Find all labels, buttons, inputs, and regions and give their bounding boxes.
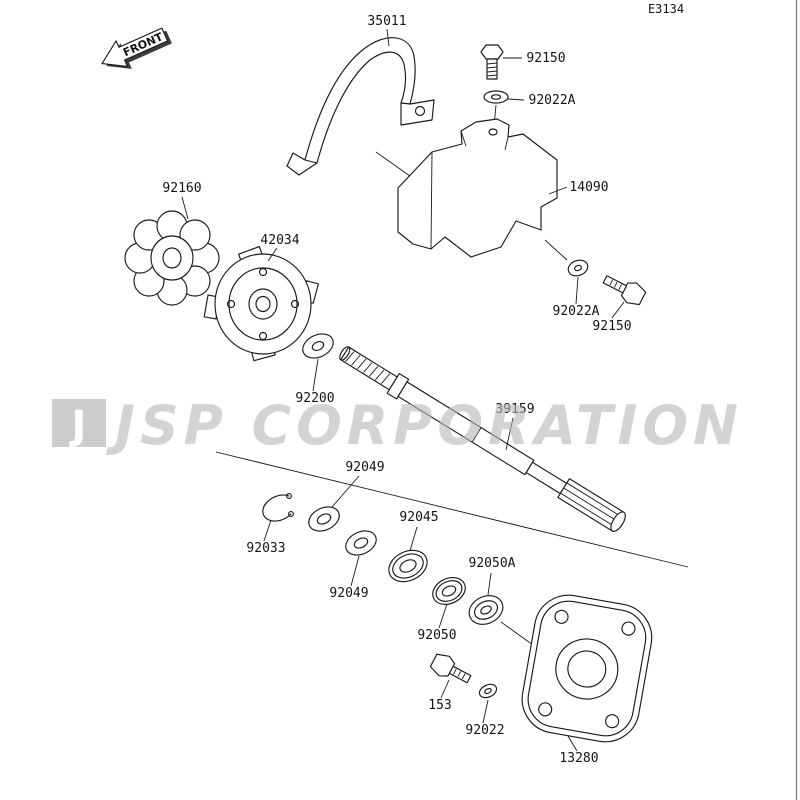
part-label-92045: 92045 <box>399 510 438 525</box>
washer-92200-part <box>302 333 334 359</box>
part-label-42034: 42034 <box>260 233 299 248</box>
seal-92050a-part <box>468 595 504 625</box>
watermark: J JSP CORPORATION <box>52 394 743 457</box>
leader-92050a <box>487 572 492 596</box>
leader-92049-upper <box>331 475 360 508</box>
bolt-92150-mid-part <box>602 275 647 306</box>
front-arrow-banner <box>101 27 169 68</box>
watermark-logo-letter: J <box>69 403 87 449</box>
part-label-92050: 92050 <box>417 628 456 643</box>
washer-92022-part <box>478 683 498 699</box>
bearing-92050-part <box>432 577 466 605</box>
bolt-153-part <box>429 653 472 684</box>
driveshaft-part <box>339 346 626 532</box>
circlip-part <box>262 493 294 522</box>
leader-153 <box>440 679 450 699</box>
washer-92022a-top-part <box>483 90 509 104</box>
leader-92022a-mid <box>575 276 579 305</box>
leader-92022 <box>482 699 489 724</box>
part-label-92022a-mid: 92022A <box>553 304 600 319</box>
connector-cover-washer <box>544 239 568 261</box>
part-label-92022: 92022 <box>465 723 504 738</box>
mount-plate-part <box>521 594 653 743</box>
bolt-92150-top-part <box>480 44 504 80</box>
connector-lines <box>215 104 689 651</box>
leader-14090 <box>548 186 568 195</box>
washer-92049-upper-part <box>308 506 340 532</box>
part-label-39159: 39159 <box>495 402 534 417</box>
part-label-92150-top: 92150 <box>526 51 565 66</box>
part-label-92033: 92033 <box>246 541 285 556</box>
leader-92150-mid <box>611 301 625 319</box>
part-label-153: 153 <box>428 698 451 713</box>
part-label-92150-mid: 92150 <box>592 319 631 334</box>
leader-92022a-top <box>507 98 525 101</box>
leader-42034 <box>267 247 278 262</box>
leader-13280 <box>567 735 578 752</box>
part-labels: E3134 35011 92150 92022A 14090 92160 420… <box>162 2 684 766</box>
bracket-part <box>286 37 435 176</box>
part-label-92049-upper: 92049 <box>345 460 384 475</box>
part-label-92050a: 92050A <box>469 556 516 571</box>
washer-92022a-mid-part <box>567 259 589 277</box>
part-label-14090: 14090 <box>569 180 608 195</box>
page-code: E3134 <box>648 2 684 16</box>
leader-92049-lower <box>350 555 360 587</box>
axis-centerline <box>215 451 689 568</box>
part-label-92160: 92160 <box>162 181 201 196</box>
damper-part <box>124 210 220 306</box>
part-label-92022a-top: 92022A <box>529 93 576 108</box>
part-label-35011: 35011 <box>367 14 406 29</box>
leader-92045 <box>409 526 418 552</box>
watermark-logo-box <box>52 399 106 447</box>
part-label-92200: 92200 <box>295 391 334 406</box>
leader-lines <box>181 28 625 752</box>
leader-92200 <box>312 358 319 392</box>
washer-92049-lower-part <box>345 530 377 556</box>
watermark-text: JSP CORPORATION <box>106 394 743 457</box>
coupling-hub-part <box>203 246 319 362</box>
bearing-92045-part <box>388 549 428 583</box>
cover-part <box>397 118 558 258</box>
leader-39159 <box>505 417 514 451</box>
front-direction-arrow: FRONT <box>101 27 172 69</box>
leader-92050 <box>438 603 448 629</box>
part-label-92049-lower: 92049 <box>329 586 368 601</box>
leader-35011 <box>386 28 390 47</box>
leader-92033 <box>263 519 272 542</box>
part-label-13280: 13280 <box>559 751 598 766</box>
leader-92160 <box>181 196 189 220</box>
